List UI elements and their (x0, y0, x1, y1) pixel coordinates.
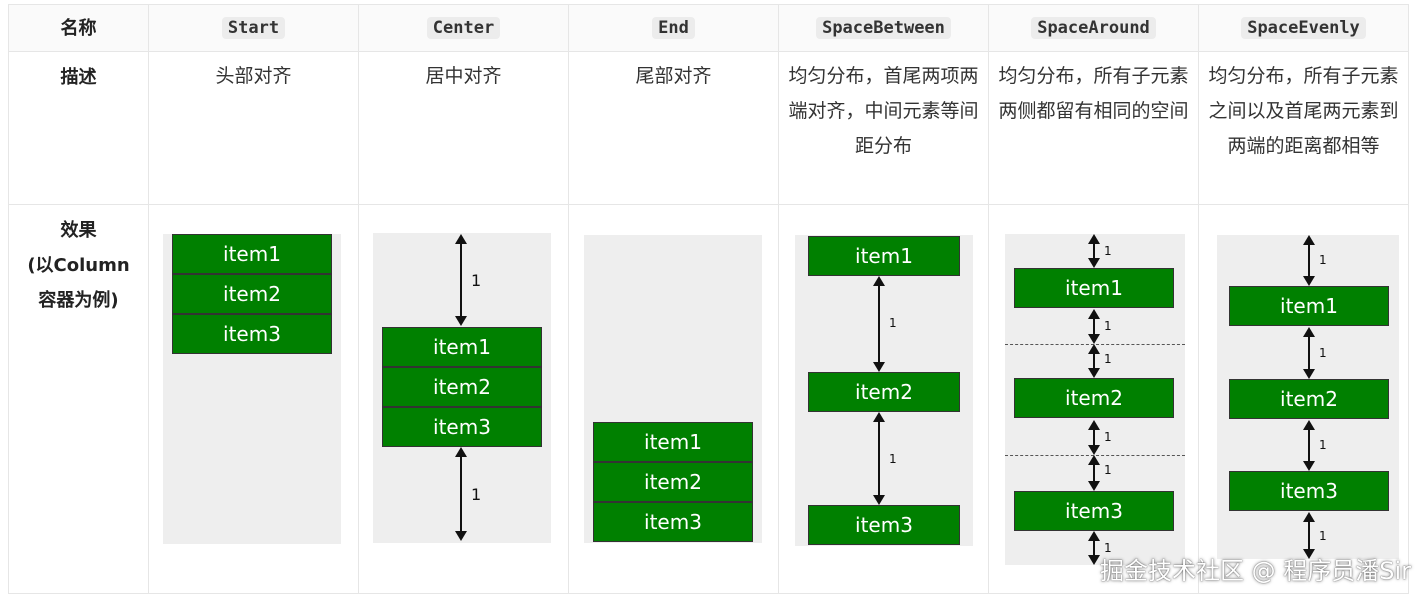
demo-item-spacearound-1: item1 (1014, 268, 1174, 308)
gap-arrow-icon (1088, 234, 1100, 268)
gap-arrow-icon (1088, 309, 1100, 344)
demo-item-center-3: item3 (382, 407, 542, 447)
column-title-spaceevenly: SpaceEvenly (1241, 17, 1366, 39)
header-cell-start: Start (148, 4, 359, 52)
demo-item-start-3: item3 (172, 314, 332, 354)
gap-arrow-icon (455, 447, 467, 541)
demo-container-end: item1 item2 item3 (584, 235, 762, 543)
gap-label: 1 (1319, 253, 1327, 267)
gap-label: 1 (1104, 541, 1112, 555)
desc-cell-end: 尾部对齐 (568, 51, 779, 205)
gap-arrow-icon (1088, 531, 1100, 565)
column-title-spacebetween: SpaceBetween (816, 17, 951, 39)
description-row: 描述 头部对齐 居中对齐 尾部对齐 均匀分布，首尾两项两端对齐，中间元素等间距分… (8, 51, 1409, 205)
gap-label: 1 (1104, 244, 1112, 258)
demo-item-spaceevenly-3: item3 (1229, 471, 1389, 511)
header-cell-end: End (568, 4, 779, 52)
row-label-description: 描述 (8, 51, 149, 205)
demo-item-end-1: item1 (593, 422, 753, 462)
gap-label: 1 (889, 452, 897, 466)
demo-container-start: item1 item2 item3 (163, 234, 341, 544)
demo-item-end-2: item2 (593, 462, 753, 502)
watermark: 掘金技术社区 @ 程序员潘Sir (1099, 557, 1411, 585)
demo-container-spacearound: 1 item1 1 1 item2 1 1 item3 1 (1005, 234, 1185, 565)
column-title-center: Center (426, 17, 501, 39)
demo-container-center: 1 item1 item2 item3 1 (373, 233, 551, 543)
demo-item-spacebetween-3: item3 (808, 505, 960, 545)
gap-label: 1 (471, 485, 482, 504)
gap-arrow-icon (1088, 420, 1100, 455)
desc-cell-center: 居中对齐 (358, 51, 569, 205)
demo-container-spaceevenly: 1 item1 1 item2 1 item3 1 (1217, 235, 1399, 559)
desc-cell-spacebetween: 均匀分布，首尾两项两端对齐，中间元素等间距分布 (778, 51, 989, 205)
gap-arrow-icon (455, 234, 467, 326)
header-row: 名称 Start Center End SpaceBetween SpaceAr… (8, 4, 1409, 52)
gap-arrow-icon (1088, 455, 1100, 491)
gap-label: 1 (889, 316, 897, 330)
desc-end: 尾部对齐 (635, 65, 712, 87)
header-cell-name: 名称 (8, 4, 149, 52)
demo-item-spaceevenly-1: item1 (1229, 286, 1389, 326)
desc-cell-start: 头部对齐 (148, 51, 359, 205)
row-label-effect: 效果 (以Column 容器为例) (8, 204, 149, 594)
demo-item-spacearound-2: item2 (1014, 378, 1174, 418)
demo-container-spacebetween: item1 1 item2 1 item3 (795, 235, 973, 546)
gap-arrow-icon (1303, 512, 1315, 559)
gap-label: 1 (1319, 438, 1327, 452)
gap-arrow-icon (873, 276, 885, 372)
column-title-spacearound: SpaceAround (1031, 17, 1156, 39)
header-cell-spacearound: SpaceAround (988, 4, 1199, 52)
desc-cell-spacearound: 均匀分布，所有子元素两侧都留有相同的空间 (988, 51, 1199, 205)
gap-label: 1 (1104, 319, 1112, 333)
desc-center: 居中对齐 (425, 65, 502, 87)
demo-item-center-2: item2 (382, 367, 542, 407)
header-cell-center: Center (358, 4, 569, 52)
gap-arrow-icon (1303, 327, 1315, 379)
desc-spacearound: 均匀分布，所有子元素两侧都留有相同的空间 (998, 65, 1189, 122)
demo-item-end-3: item3 (593, 502, 753, 542)
gap-label: 1 (1104, 430, 1112, 444)
desc-spaceevenly: 均匀分布，所有子元素之间以及首尾两元素到两端的距离都相等 (1208, 65, 1399, 157)
desc-cell-spaceevenly: 均匀分布，所有子元素之间以及首尾两元素到两端的距离都相等 (1198, 51, 1409, 205)
demo-item-start-1: item1 (172, 234, 332, 274)
header-cell-spacebetween: SpaceBetween (778, 4, 989, 52)
gap-label: 1 (471, 271, 482, 290)
gap-arrow-icon (1303, 420, 1315, 471)
desc-start: 头部对齐 (215, 65, 292, 87)
demo-item-spacebetween-2: item2 (808, 372, 960, 412)
gap-arrow-icon (1088, 344, 1100, 378)
demo-item-spacearound-3: item3 (1014, 491, 1174, 531)
gap-arrow-icon (1303, 235, 1315, 286)
demo-item-spaceevenly-2: item2 (1229, 379, 1389, 419)
desc-spacebetween: 均匀分布，首尾两项两端对齐，中间元素等间距分布 (788, 65, 979, 157)
column-title-start: Start (221, 17, 286, 39)
gap-label: 1 (1104, 463, 1112, 477)
gap-label: 1 (1319, 529, 1327, 543)
gap-label: 1 (1319, 346, 1327, 360)
demo-item-start-2: item2 (172, 274, 332, 314)
demo-item-center-1: item1 (382, 327, 542, 367)
header-cell-spaceevenly: SpaceEvenly (1198, 4, 1409, 52)
demo-item-spacebetween-1: item1 (808, 236, 960, 276)
gap-label: 1 (1104, 352, 1112, 366)
column-title-end: End (652, 17, 695, 39)
gap-arrow-icon (873, 412, 885, 505)
